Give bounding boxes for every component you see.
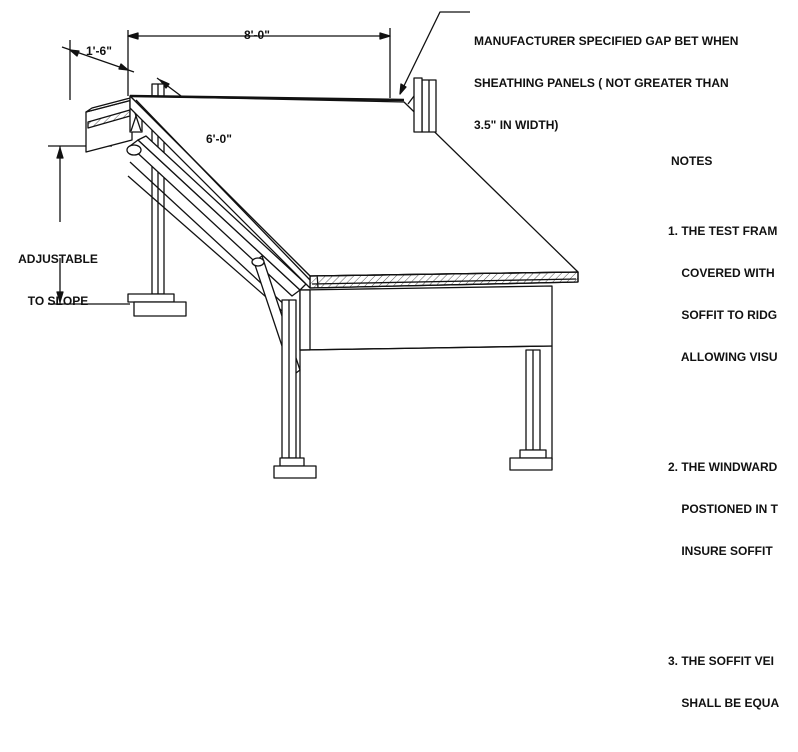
callout-leader xyxy=(399,11,470,95)
note-line: SOFFIT TO RIDG xyxy=(668,308,778,322)
dimension-8ft-line xyxy=(127,28,391,98)
callout-line: SHEATHING PANELS ( NOT GREATER THAN xyxy=(474,76,729,90)
frame-drawing xyxy=(48,11,579,479)
callout-line: MANUFACTURER SPECIFIED GAP BET WHEN xyxy=(474,34,739,48)
sloped-rafter xyxy=(126,135,307,319)
dimension-adjustable-line xyxy=(48,145,130,305)
note-item-1: 1. THE TEST FRAM COVERED WITH SOFFIT TO … xyxy=(668,196,798,392)
note-line: 3. THE SOFFIT VEI xyxy=(668,654,775,668)
dimension-8ft-label: 8'-0" xyxy=(244,28,270,42)
roof-panel xyxy=(129,94,579,289)
rear-right-post xyxy=(407,77,437,133)
note-line: 1. THE TEST FRAM xyxy=(668,224,778,238)
note-line: INSURE SOFFIT xyxy=(668,544,773,558)
notes-block: NOTES 1. THE TEST FRAM COVERED WITH SOFF… xyxy=(668,126,798,752)
front-left-leg xyxy=(273,299,317,479)
note-line: COVERED WITH xyxy=(668,266,775,280)
note-line: SHALL BE EQUA xyxy=(668,696,780,710)
adjustable-line: ADJUSTABLE xyxy=(18,252,98,266)
gap-callout: MANUFACTURER SPECIFIED GAP BET WHEN SHEA… xyxy=(474,6,738,146)
dimension-6ft-label: 6'-0" xyxy=(206,132,232,146)
base-box xyxy=(299,285,553,470)
notes-title: NOTES xyxy=(671,154,713,168)
note-line: POSTIONED IN T xyxy=(668,502,779,516)
adjustable-label: ADJUSTABLE TO SLOPE xyxy=(10,224,106,322)
note-item-3: 3. THE SOFFIT VEI SHALL BE EQUA xyxy=(668,626,798,738)
callout-line: 3.5" IN WIDTH) xyxy=(474,118,559,132)
adjustable-line: TO SLOPE xyxy=(27,294,89,308)
note-line: ALLOWING VISU xyxy=(668,350,778,364)
dimension-overhang-label: 1'-6" xyxy=(86,44,112,58)
dimension-overhang-line xyxy=(61,40,135,100)
note-line: 2. THE WINDWARD xyxy=(668,460,778,474)
note-item-2: 2. THE WINDWARD POSTIONED IN T INSURE SO… xyxy=(668,432,798,586)
front-right-leg xyxy=(509,349,553,471)
